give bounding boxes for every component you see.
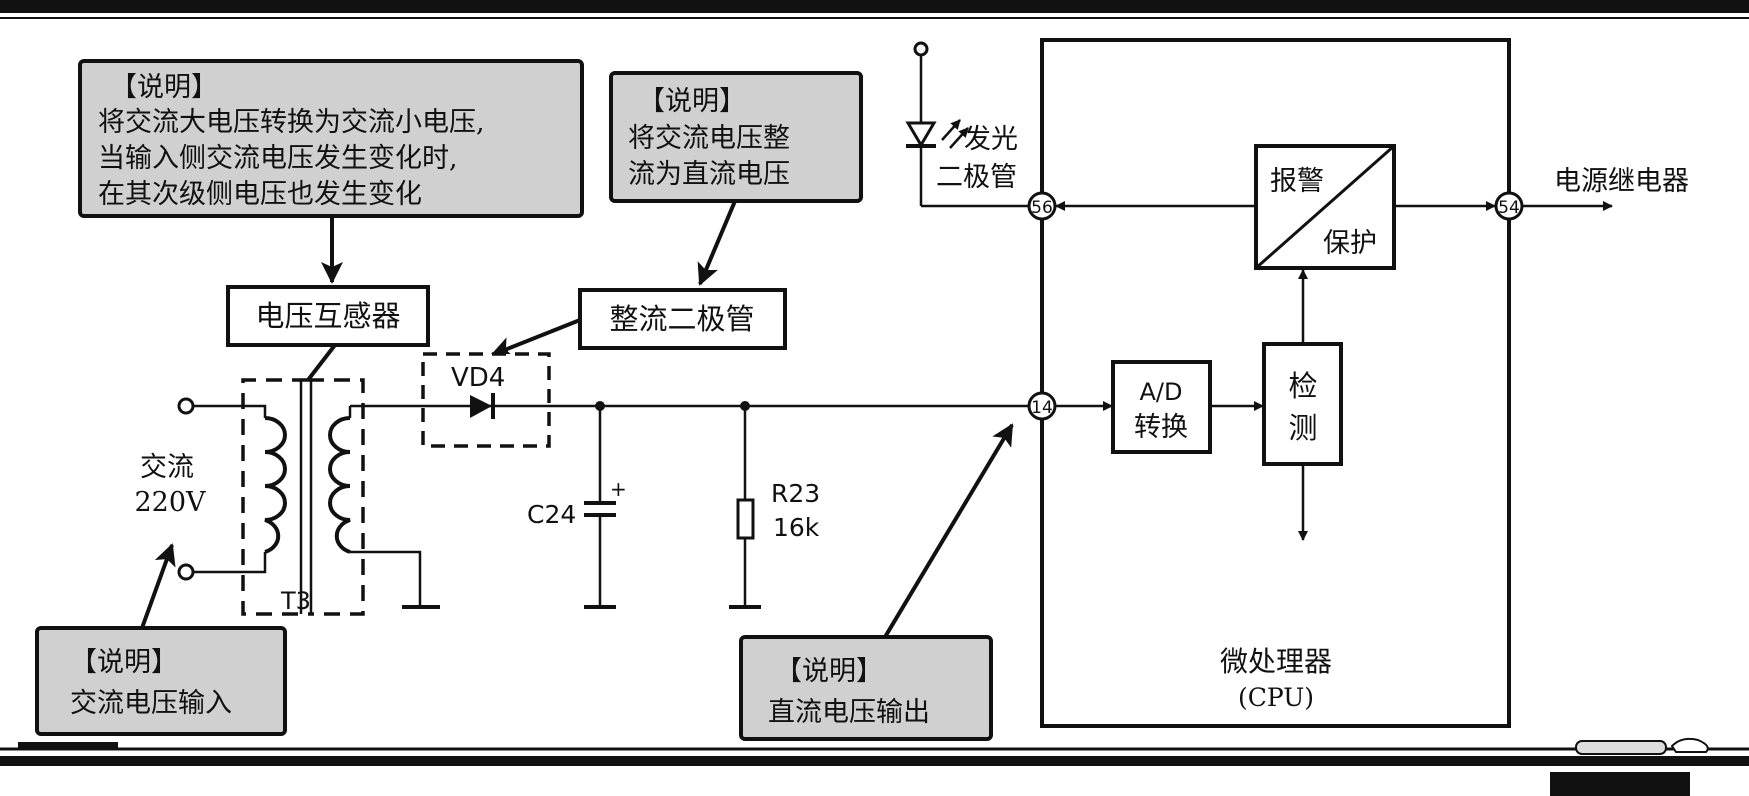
note-transformer-line-1: 将交流大电压转换为交流小电压, <box>98 107 485 138</box>
arrow-label-to-diode <box>490 318 581 358</box>
rectifier-label: 整流二极管 <box>609 302 754 336</box>
ac-input-terminals: 交流 220V <box>134 397 267 581</box>
transformer-label: 电压互感器 <box>255 299 400 333</box>
svg-text:56: 56 <box>1031 198 1053 218</box>
transformer-t3: T3 <box>241 378 440 616</box>
detect-label-sub: 测 <box>1288 411 1317 445</box>
led-label: 发光 <box>964 124 1018 155</box>
c24-label: C24 <box>527 500 576 529</box>
arrow-note-to-rectifier <box>697 200 737 286</box>
note-ac-input-title: 【说明】 <box>70 647 178 678</box>
note-rectifier: 【说明】 将交流电压整 流为直流电压 <box>609 71 863 203</box>
note-dc-output-title: 【说明】 <box>775 656 883 687</box>
ad-label: A/D <box>1140 378 1183 406</box>
note-dc-output: 【说明】 直流电压输出 <box>739 635 993 741</box>
top-border <box>0 0 1749 13</box>
note-ac-input: 【说明】 交流电压输入 <box>35 626 287 736</box>
t3-label: T3 <box>280 587 311 615</box>
pin-14: 14 <box>1027 391 1057 421</box>
svg-text:54: 54 <box>1498 198 1520 218</box>
r23-label: R23 <box>771 479 820 508</box>
r23-value: 16k <box>773 513 820 542</box>
note-dc-output-line-1: 直流电压输出 <box>768 697 930 728</box>
svg-text:14: 14 <box>1031 398 1053 418</box>
ad-converter-box: A/D 转换 <box>1111 360 1212 454</box>
note-transformer: 【说明】 将交流大电压转换为交流小电压, 当输入侧交流电压发生变化时, 在其次级… <box>78 59 584 218</box>
primary-coil <box>264 416 287 554</box>
decoration-right <box>1575 737 1709 755</box>
corner-mark-right <box>1550 772 1690 796</box>
arrow-note-to-pin14 <box>883 423 1014 639</box>
alarm-label: 报警 <box>1270 166 1324 197</box>
note-rectifier-line-1: 将交流电压整 <box>628 123 790 154</box>
note-transformer-title: 【说明】 <box>110 72 218 103</box>
protect-label: 保护 <box>1323 228 1377 259</box>
resistor-r23: R23 16k <box>729 401 820 609</box>
detect-label: 检 <box>1288 369 1317 403</box>
secondary-coil <box>328 416 351 554</box>
note-transformer-line-2: 当输入侧交流电压发生变化时, <box>98 143 458 174</box>
pin-56: 56 <box>1027 191 1057 221</box>
note-ac-input-line-1: 交流电压输入 <box>70 688 232 719</box>
detect-box: 检 测 <box>1262 342 1343 466</box>
led-label-sub: 二极管 <box>936 162 1017 193</box>
diode-vd4: VD4 <box>421 352 551 448</box>
cpu-label-sub: (CPU) <box>1238 683 1314 712</box>
capacitor-c24: C24 + <box>527 401 627 609</box>
pin-54: 54 <box>1494 191 1524 221</box>
rectifier-label-box: 整流二极管 <box>578 288 787 350</box>
cpu-label: 微处理器 <box>1220 645 1332 678</box>
note-rectifier-title: 【说明】 <box>638 86 746 117</box>
arrow-note-to-ac-input <box>140 543 176 629</box>
cpu-box <box>1040 38 1511 728</box>
note-rectifier-line-2: 流为直流电压 <box>628 159 790 190</box>
transformer-label-box: 电压互感器 <box>226 285 430 347</box>
ac-label: 交流 <box>140 452 194 483</box>
ac-voltage-label: 220V <box>134 487 206 518</box>
relay-label: 电源继电器 <box>1554 166 1689 197</box>
corner-mark-left <box>18 742 118 749</box>
vd4-label: VD4 <box>451 363 505 393</box>
bottom-border <box>0 756 1749 766</box>
transformer-label-pointer <box>306 343 337 382</box>
note-transformer-line-3: 在其次级侧电压也发生变化 <box>98 179 422 210</box>
alarm-protect-box: 报警 保护 <box>1254 144 1396 270</box>
led: 发光 二极管 <box>905 41 1029 208</box>
ad-label-sub: 转换 <box>1134 412 1188 443</box>
c24-plus: + <box>610 477 627 501</box>
